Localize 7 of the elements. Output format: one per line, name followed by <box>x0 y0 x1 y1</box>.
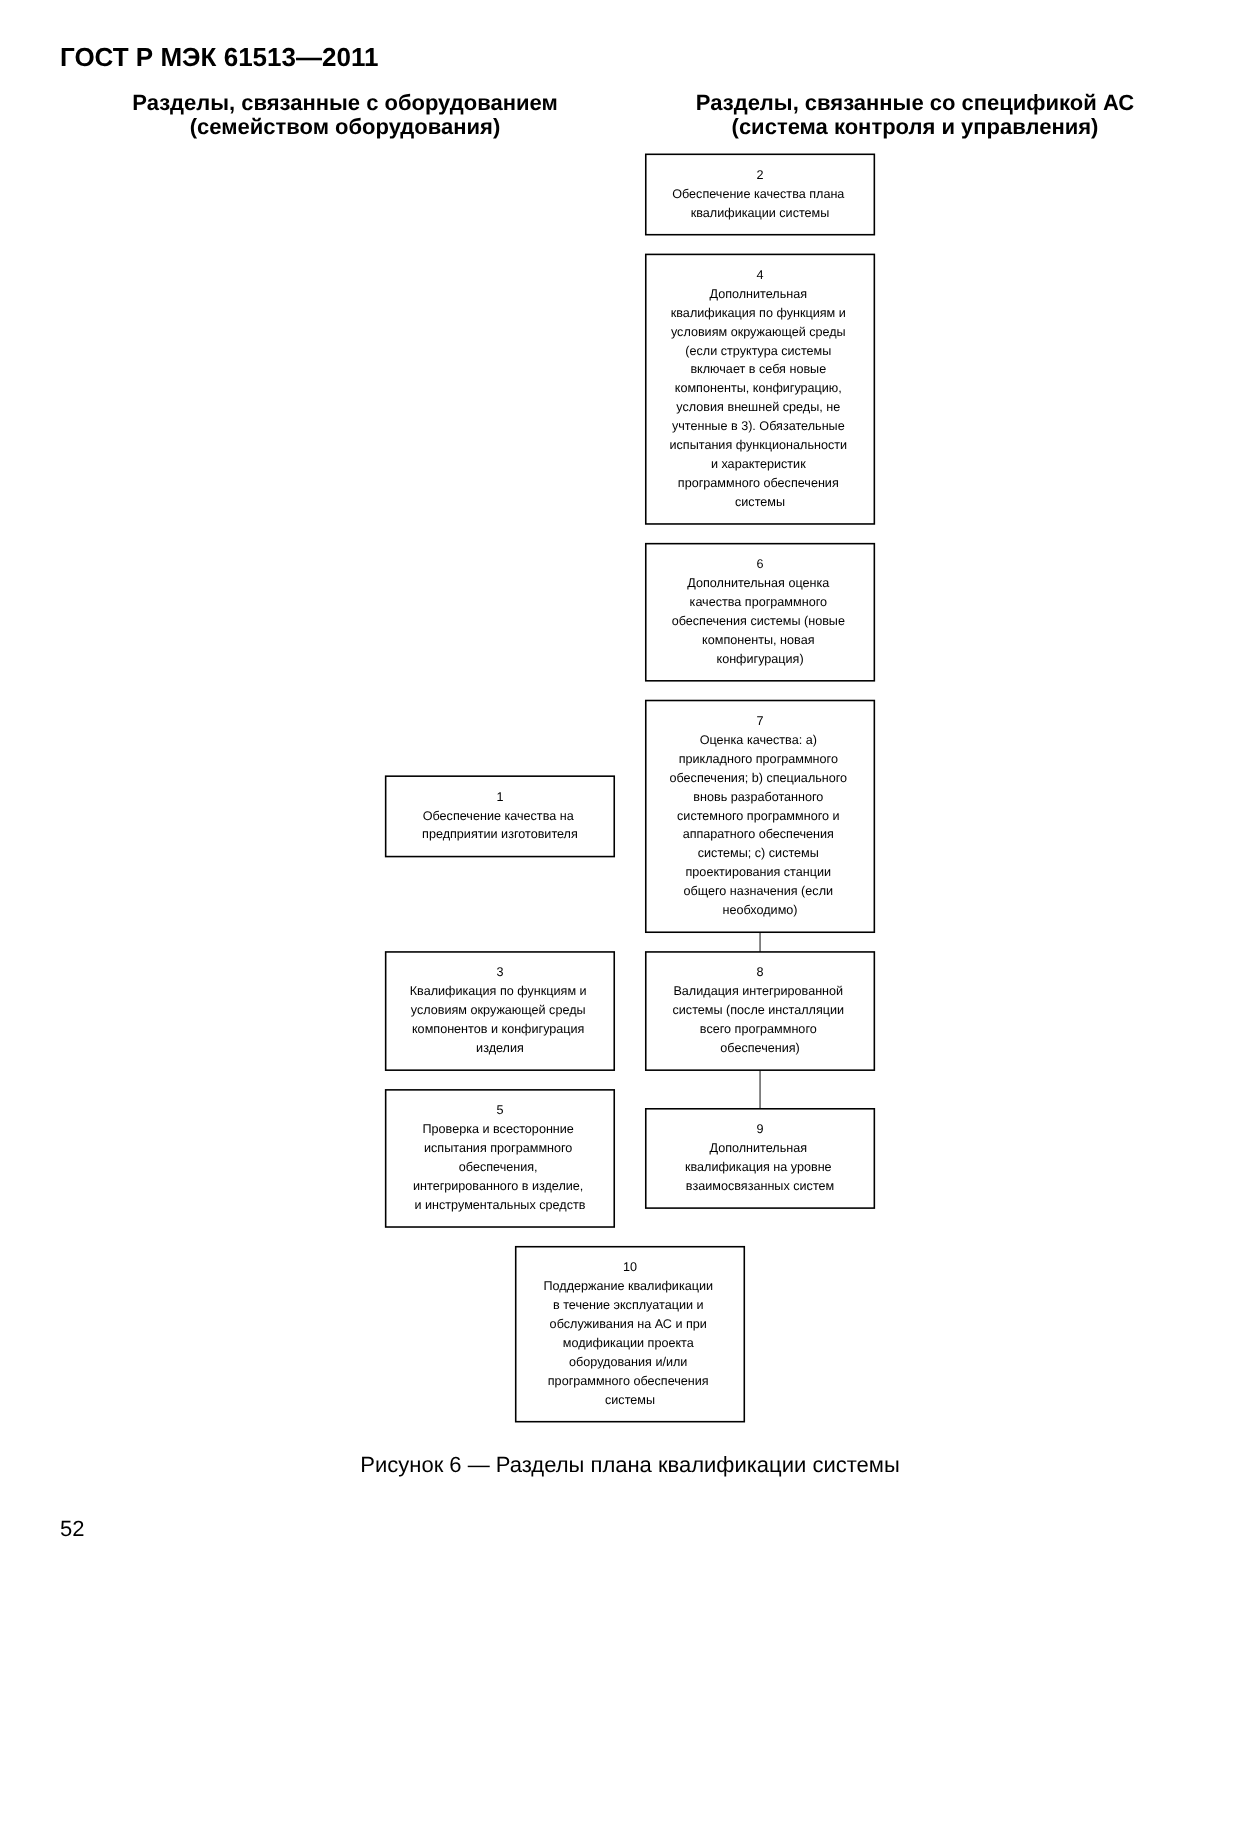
connector <box>759 1069 761 1110</box>
figure-caption: Рисунок 6 — Разделы плана квалификации системы <box>358 1454 902 1478</box>
page-number: 52 <box>60 1518 85 1542</box>
connector <box>759 931 761 953</box>
document-header: ГОСТ Р МЭК 61513—2011 <box>60 42 379 72</box>
column-heading: Разделы, связанные со спецификой АС (система контроля и управления) <box>695 92 1135 140</box>
column-heading: Разделы, связанные с оборудованием (семейством оборудования) <box>130 92 560 140</box>
